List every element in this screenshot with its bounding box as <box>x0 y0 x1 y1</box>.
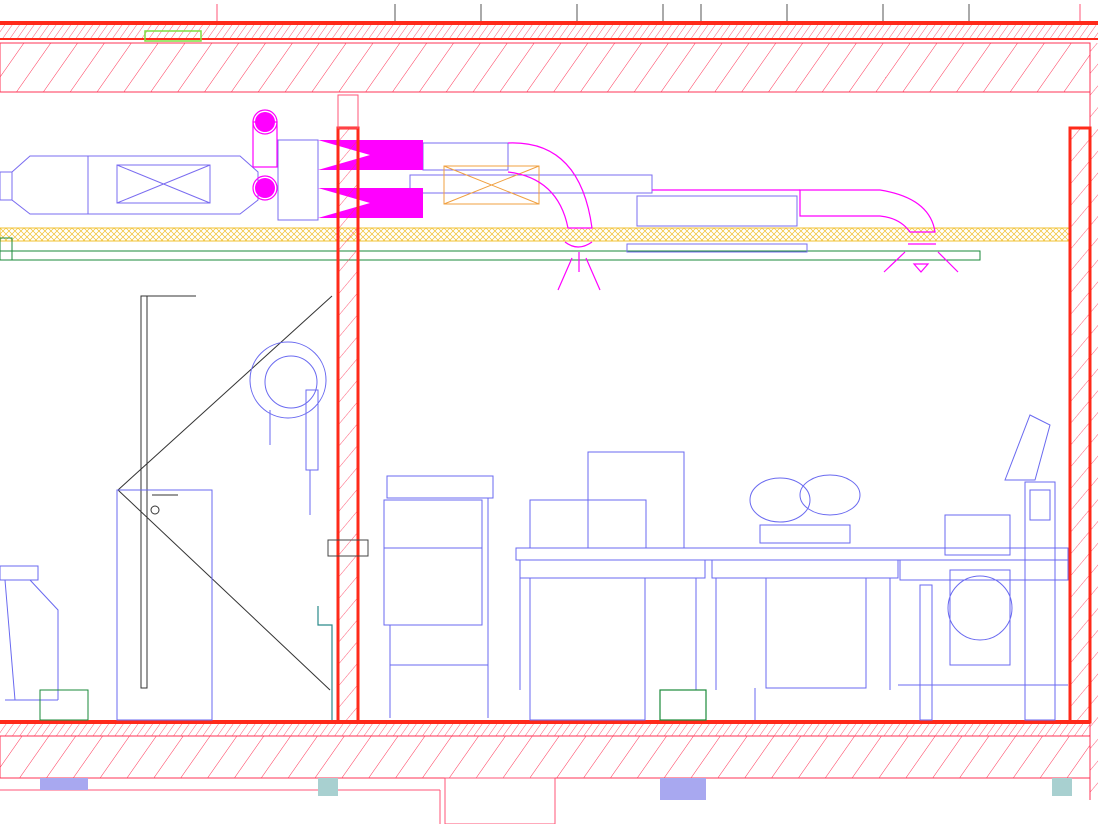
flex-ducts <box>252 109 936 233</box>
roof-slab <box>0 21 1098 803</box>
grid-ticks <box>216 4 1081 22</box>
door-handle-icon <box>150 494 178 515</box>
diffuser-icon <box>557 241 959 291</box>
floor-slab <box>0 720 1091 824</box>
fixtures <box>317 606 707 721</box>
kitchen-equipment <box>0 341 1069 721</box>
walls <box>327 94 1092 724</box>
door <box>116 295 333 721</box>
